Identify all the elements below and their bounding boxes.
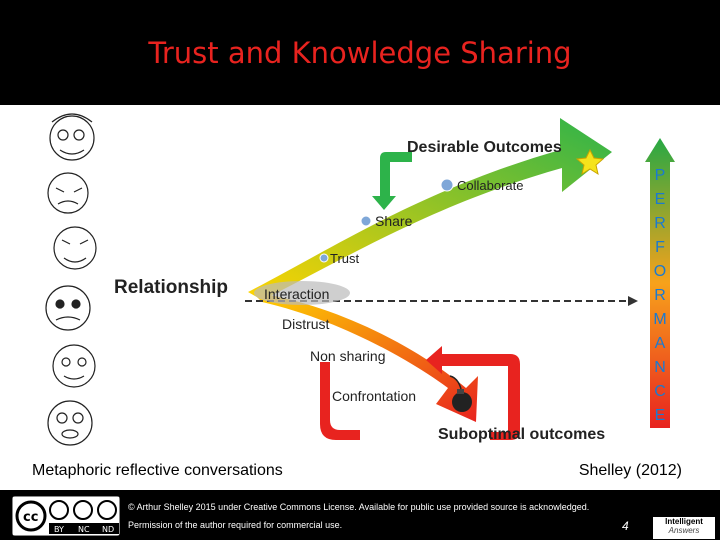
faces-illustration [45, 113, 97, 446]
label-non-sharing: Non sharing [310, 348, 386, 364]
title-bar: Trust and Knowledge Sharing [0, 0, 720, 105]
label-trust: Trust [330, 251, 360, 266]
performance-letter: E [655, 407, 666, 424]
share-dot [360, 215, 372, 227]
logo-line2: Answers [668, 526, 700, 535]
label-share: Share [375, 213, 413, 229]
cc-nd: ND [102, 525, 114, 534]
slide-number: 4 [622, 519, 629, 533]
feedback-loop-down [426, 346, 520, 440]
label-distrust: Distrust [282, 316, 330, 332]
performance-letter: M [653, 311, 666, 328]
cc-badge-icon: cc BY NC ND [13, 497, 119, 535]
performance-letter: R [654, 287, 666, 304]
performance-letter: O [654, 263, 666, 280]
license-text-line2: Permission of the author required for co… [128, 520, 343, 530]
performance-letter: C [654, 383, 666, 400]
label-confrontation: Confrontation [332, 388, 416, 404]
interaction-cloud [254, 281, 350, 305]
performance-letter: A [655, 335, 666, 352]
slide-title: Trust and Knowledge Sharing [148, 36, 572, 70]
license-text-line1: © Arthur Shelley 2015 under Creative Com… [128, 502, 590, 512]
performance-letter: R [654, 215, 666, 232]
upward-arrow [248, 118, 612, 300]
cc-license-badge[interactable]: cc BY NC ND [12, 496, 120, 536]
label-suboptimal-outcomes: Suboptimal outcomes [438, 426, 605, 443]
slide-body [0, 105, 720, 490]
star-icon [575, 148, 605, 176]
bomb-icon [449, 375, 472, 412]
caption-right: Shelley (2012) [578, 462, 682, 479]
label-interaction: Interaction [264, 286, 329, 302]
label-relationship: Relationship [114, 277, 228, 298]
cc-text: cc [23, 510, 38, 525]
feedback-loop-up [372, 152, 412, 210]
cc-by: BY [54, 525, 64, 534]
performance-arrow [645, 138, 675, 428]
performance-letter: P [655, 167, 666, 184]
trust-dot [319, 253, 329, 263]
trust-diagram: Desirable Outcomes Collaborate Share Tru… [114, 118, 675, 443]
label-desirable-outcomes: Desirable Outcomes [407, 139, 562, 156]
performance-letter: E [655, 191, 666, 208]
performance-letter: N [654, 359, 666, 376]
logo-line1: Intelligent [665, 517, 703, 526]
collaborate-dot [440, 178, 454, 192]
feedback-loop-down-left [320, 362, 360, 440]
caption-left: Metaphoric reflective conversations [32, 462, 283, 479]
footer-bar [0, 490, 720, 540]
performance-letter: F [655, 239, 665, 256]
label-collaborate: Collaborate [457, 178, 524, 193]
baseline-arrowhead [628, 296, 638, 306]
cc-nc: NC [78, 525, 90, 534]
intelligent-answers-logo: Intelligent Answers [653, 517, 715, 539]
